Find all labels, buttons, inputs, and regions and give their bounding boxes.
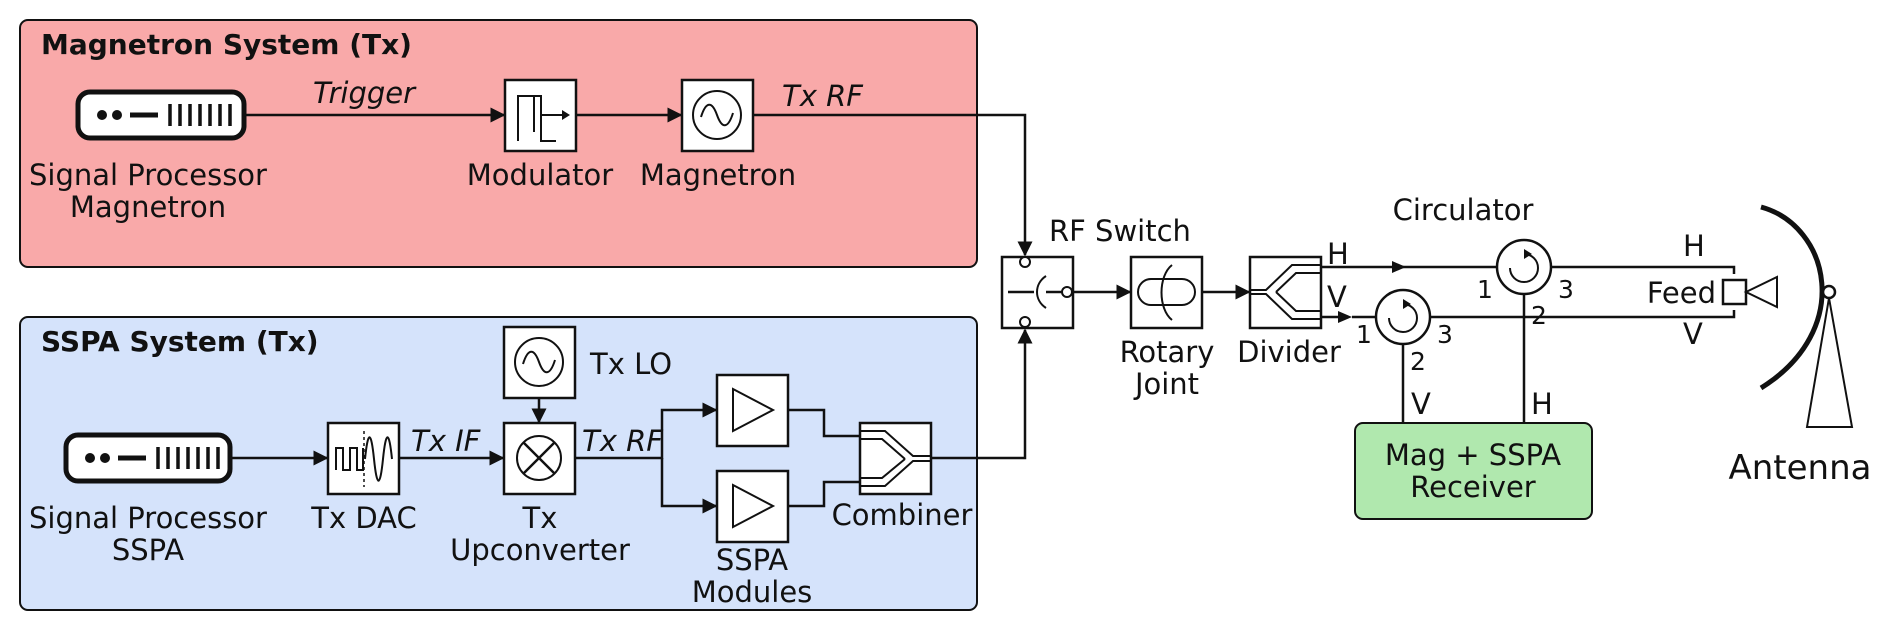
circulator-v-port-3: 3 — [1437, 320, 1453, 349]
tx-dac: Tx DAC — [310, 421, 417, 535]
combiner-label: Combiner — [832, 498, 973, 532]
tx-rf-to-amp-a-wire — [575, 402, 718, 460]
h-to-feed-wire — [1551, 265, 1736, 274]
tx-rf-to-amp-b-wire — [660, 458, 718, 514]
combiner-to-switch-wire — [931, 328, 1033, 460]
rotary-joint-label-2: Joint — [1133, 367, 1199, 401]
magnetron-tx-rf-wire — [753, 113, 1033, 257]
sspa-modules-label-2: Modules — [692, 575, 813, 609]
circulator-icon — [1495, 238, 1553, 296]
combiner: Combiner — [832, 421, 973, 532]
signal-processor-icon — [75, 89, 247, 141]
receiver-label-1: Mag + SSPA — [1385, 438, 1561, 472]
antenna-label: Antenna — [1729, 448, 1872, 488]
modulator-label: Modulator — [467, 158, 613, 192]
circulator-h-port-2: 2 — [1531, 301, 1547, 330]
h-rx-label: H — [1531, 387, 1553, 421]
tx-rf-magnetron-label: Tx RF — [782, 79, 864, 113]
signal-processor-magnetron: Signal Processor Magnetron — [29, 89, 267, 224]
circulator-h: 1 2 3 — [1477, 238, 1574, 330]
signal-processor-sspa: Signal Processor SSPA — [29, 432, 267, 567]
amp-a-to-combiner-wire — [788, 408, 860, 438]
circulator-icon — [1374, 288, 1432, 346]
divider-label: Divider — [1237, 335, 1341, 369]
sspa-modules-label-1: SSPA — [716, 543, 788, 577]
signal-processor-sspa-label-2: SSPA — [112, 533, 184, 567]
signal-processor-magnetron-label-1: Signal Processor — [29, 158, 267, 192]
v-upper-label: V — [1327, 280, 1347, 314]
trigger-label: Trigger — [313, 76, 417, 110]
h-upper-label: H — [1327, 237, 1349, 271]
divider-icon — [1248, 255, 1323, 330]
v-to-feed-wire — [1430, 310, 1736, 319]
sspa-system-title: SSPA System (Tx) — [41, 325, 319, 358]
amplifier-icon — [715, 469, 790, 544]
rf-switch-label: RF Switch — [1049, 214, 1191, 248]
magnetron-label: Magnetron — [640, 158, 796, 192]
tx-upconverter: Tx Upconverter — [450, 421, 630, 567]
modulator: Modulator — [467, 78, 613, 192]
amplifier-icon — [715, 373, 790, 448]
rotary-joint-icon — [1129, 255, 1204, 330]
feed-horn-icon — [1721, 278, 1748, 306]
rotary-joint-label-1: Rotary — [1120, 335, 1215, 369]
tx-lo: Tx LO — [502, 325, 672, 400]
circulator-label: Circulator — [1393, 193, 1534, 227]
divider: Divider — [1237, 255, 1341, 369]
sspa-module-lower — [715, 469, 790, 544]
combiner-icon — [858, 421, 933, 496]
antenna: Antenna — [1729, 204, 1872, 488]
signal-processor-icon — [63, 432, 233, 484]
circulator-v-port-2: 2 — [1410, 347, 1426, 376]
antenna-dish-icon — [1759, 204, 1825, 391]
amp-b-to-combiner-wire — [788, 480, 860, 508]
rotary-joint: Rotary Joint — [1120, 255, 1215, 401]
h-feed-label: H — [1683, 229, 1705, 263]
circulator-h-port-3: 3 — [1558, 275, 1574, 304]
signal-processor-magnetron-label-2: Magnetron — [70, 190, 226, 224]
circulator-v: 1 2 3 — [1356, 288, 1453, 376]
tx-dac-label: Tx DAC — [310, 501, 417, 535]
magnetron-system-title: Magnetron System (Tx) — [41, 28, 412, 61]
v-rx-label: V — [1411, 387, 1431, 421]
feed: Feed — [1647, 275, 1778, 310]
circulator-v-port-1: 1 — [1356, 320, 1372, 349]
feed-label: Feed — [1647, 276, 1716, 310]
circulator-h-port-1: 1 — [1477, 275, 1493, 304]
v-feed-label: V — [1683, 317, 1703, 351]
tx-upconverter-label-1: Tx — [522, 501, 558, 535]
tx-upconverter-label-2: Upconverter — [450, 533, 630, 567]
receiver: Mag + SSPA Receiver — [1354, 422, 1593, 520]
receiver-label-2: Receiver — [1410, 470, 1536, 504]
rf-switch: RF Switch — [1000, 214, 1191, 330]
magnetron: Magnetron — [640, 78, 796, 192]
tx-rf-sspa-label: Tx RF — [582, 424, 664, 458]
sspa-module-upper — [715, 373, 790, 448]
signal-processor-sspa-label-1: Signal Processor — [29, 501, 267, 535]
tx-if-label: Tx IF — [411, 424, 482, 458]
tx-lo-label: Tx LO — [589, 347, 672, 381]
